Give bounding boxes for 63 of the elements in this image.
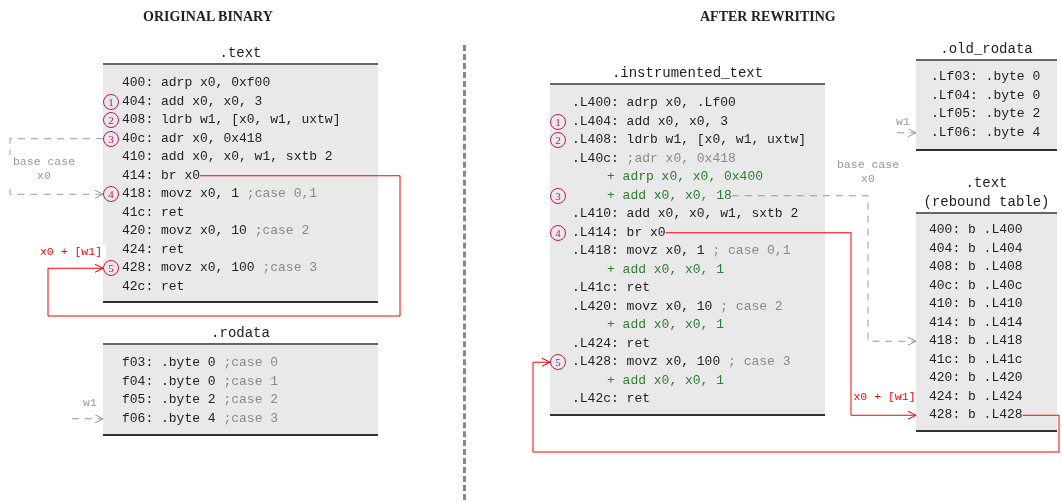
code-text: .L400: adrp x0, .Lf00: [572, 94, 736, 112]
edge-label: x0 + [w1]: [853, 390, 916, 404]
code-text: 408: b .L408: [929, 258, 1023, 276]
code-text: .Lf06: .byte 4: [931, 123, 1041, 142]
code-text: 418: b .L418: [929, 332, 1023, 350]
code-text: 428: b .L428: [929, 406, 1023, 424]
section-title: .rodata: [210, 324, 271, 343]
code-text: 414: br x0: [122, 166, 200, 185]
arrow: [665, 232, 917, 420]
code-text: 400: b .L400: [929, 221, 1023, 239]
section-heading: AFTER REWRITING: [700, 9, 836, 25]
code-text: 40c: b .L40c: [929, 276, 1023, 295]
dashed-arrow: [731, 195, 917, 346]
code-text: f03: .byte 0 ;case 0: [122, 354, 279, 372]
section-title: .text: [218, 44, 263, 63]
code-text: .Lf04: .byte 0: [931, 86, 1041, 105]
code-text: 420: movz x0, 10 ;case 2: [122, 222, 310, 240]
code-text: .L42c: ret: [572, 390, 650, 408]
code-text: .L414: br x0: [572, 223, 666, 242]
code-text: + add x0, x0, 1: [607, 316, 725, 334]
dashed-arrow: [9, 138, 104, 199]
code-text: 40c: adr x0, 0x418: [122, 129, 263, 148]
code-text: f06: .byte 4 ;case 3: [122, 409, 279, 428]
dashed-arrow: [71, 414, 104, 424]
code-text: .Lf03: .byte 0: [931, 68, 1041, 86]
code-text: f05: .byte 2 ;case 2: [122, 391, 279, 409]
code-text: 404: b .L404: [929, 239, 1023, 258]
code-text: .Lf05: .byte 2: [931, 105, 1041, 123]
code-text: 424: ret: [122, 240, 185, 259]
section-heading: ORIGINAL BINARY: [143, 9, 273, 25]
code-text: 424: b .L424: [929, 387, 1023, 406]
section-title: .old_rodata: [939, 40, 1034, 59]
code-text: f04: .byte 0 ;case 1: [122, 372, 279, 391]
code-text: .L424: ret: [572, 334, 650, 353]
code-text: + add x0, x0, 18: [607, 186, 732, 205]
code-text: 410: add x0, x0, w1, sxtb 2: [122, 148, 333, 166]
code-text: 408: ldrb w1, [x0, w1, uxtw]: [122, 111, 341, 129]
code-text: 42c: ret: [122, 277, 185, 296]
arrow: [47, 175, 401, 317]
code-text: .L418: movz x0, 1 ; case 0,1: [572, 242, 791, 260]
code-text: .L404: add x0, x0, 3: [572, 112, 729, 131]
code-text: + adrp x0, x0, 0x400: [607, 168, 764, 186]
code-text: + add x0, x0, 1: [607, 260, 725, 279]
code-text: .L420: movz x0, 10 ; case 2: [572, 297, 783, 316]
code-text: 420: b .L420: [929, 369, 1023, 387]
section-title: .instrumented_text: [610, 64, 765, 83]
code-text: 414: b .L414: [929, 313, 1023, 332]
arrow: [532, 357, 1060, 453]
code-text: .L408: ldrb w1, [x0, w1, uxtw]: [572, 131, 807, 149]
code-text: 400: adrp x0, 0xf00: [122, 74, 271, 92]
code-text: .L410: add x0, x0, w1, sxtb 2: [572, 205, 799, 223]
code-text: 428: movz x0, 100 ;case 3: [122, 259, 318, 277]
dashed-arrow: [896, 128, 917, 138]
code-text: 418: movz x0, 1 ;case 0,1: [122, 185, 318, 203]
code-text: .L40c: ;adr x0, 0x418: [572, 149, 736, 168]
code-text: .L41c: ret: [572, 279, 650, 297]
code-text: 41c: ret: [122, 203, 185, 222]
code-text: 41c: b .L41c: [929, 350, 1023, 369]
section-title: .text (rebound table): [922, 174, 1051, 212]
code-text: 410: b .L410: [929, 295, 1023, 313]
code-text: 404: add x0, x0, 3: [122, 92, 263, 111]
code-text: + add x0, x0, 1: [607, 371, 725, 390]
code-text: .L428: movz x0, 100 ; case 3: [572, 353, 791, 371]
